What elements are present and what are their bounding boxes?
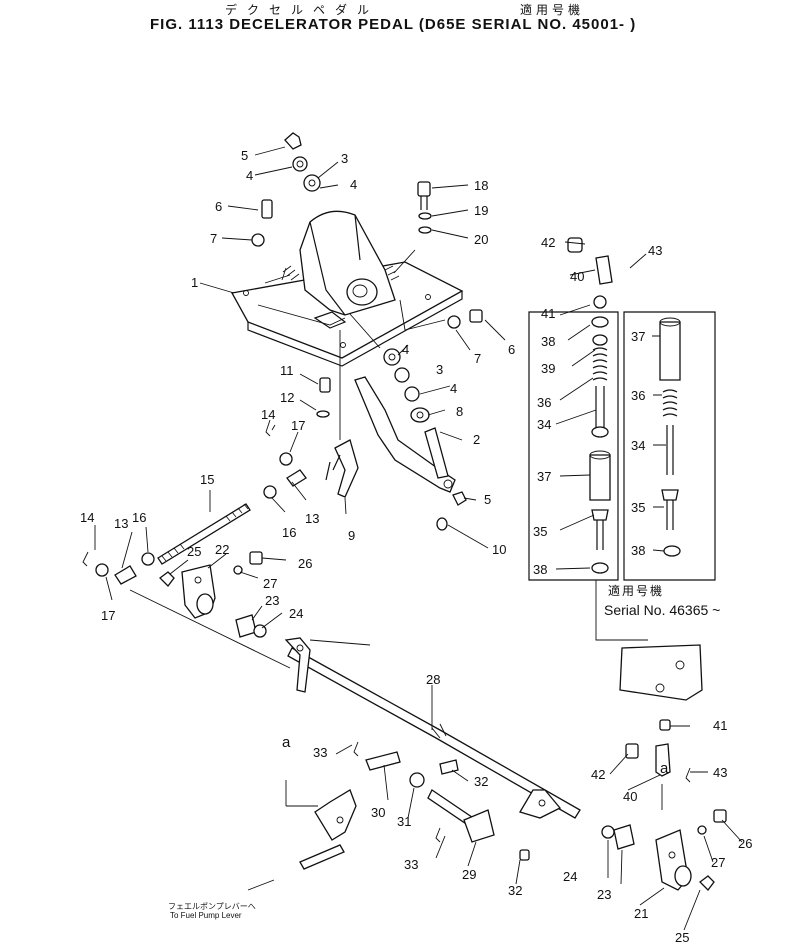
clevis-joint (265, 377, 359, 498)
callout-number: 17 (101, 608, 116, 623)
callout-number: 25 (187, 544, 202, 559)
reference-mark-a-left: a (282, 734, 291, 751)
callout-number: 18 (474, 178, 489, 193)
callout-number: 30 (371, 805, 386, 820)
mounting-bracket (595, 580, 703, 701)
callout-number: 35 (533, 524, 548, 539)
callout-number: 33 (313, 745, 328, 760)
callout-number: 27 (263, 576, 278, 591)
callout-number: 42 (591, 767, 606, 782)
japanese-serial-header: 適用号機 (520, 3, 585, 17)
callout-number: 40 (623, 789, 638, 804)
callout-number: 7 (210, 231, 218, 246)
figure-title: FIG. 1113 DECELERATOR PEDAL (D65E SERIAL… (150, 16, 637, 33)
callout-number: 38 (541, 334, 556, 349)
callout-number: 27 (711, 855, 726, 870)
callout-number: 11 (280, 363, 294, 378)
serial-note-number: Serial No. 46365 ~ (604, 602, 721, 618)
callout-number: 13 (305, 511, 320, 526)
fuel-pump-lever-link (247, 741, 530, 891)
callout-number: 23 (265, 593, 280, 608)
callout-number: 8 (456, 404, 464, 419)
callout-number: 36 (631, 388, 646, 403)
callout-number: 32 (474, 774, 489, 789)
fuel-pump-note-english: To Fuel Pump Lever (170, 911, 242, 920)
callout-number: 25 (675, 930, 690, 945)
bolts-right (417, 181, 483, 329)
japanese-title: デクセルペダル (225, 3, 380, 17)
cross-shaft (129, 589, 581, 819)
callout-number: 7 (474, 351, 482, 366)
callout-number: 6 (215, 199, 223, 214)
callout-number: 5 (484, 492, 492, 507)
callout-number: 3 (341, 151, 349, 166)
callout-number: 12 (280, 390, 295, 405)
callout-number: 38 (631, 543, 646, 558)
callout-number: 16 (282, 525, 297, 540)
callout-number: 43 (713, 765, 728, 780)
callout-number: 22 (215, 542, 230, 557)
connecting-rod (82, 485, 277, 585)
callout-number: 31 (397, 814, 412, 829)
callout-number: 42 (541, 235, 556, 250)
callout-number: 13 (114, 516, 129, 531)
callout-number: 23 (597, 887, 612, 902)
callout-number: 20 (474, 232, 489, 247)
callout-number: 2 (473, 432, 481, 447)
shaft-bracket-left (159, 551, 267, 638)
stopper-bolts-top (251, 132, 321, 247)
callout-number: 28 (426, 672, 441, 687)
callout-number: 10 (492, 542, 507, 557)
callout-number: 14 (261, 407, 276, 422)
callout-number: 4 (402, 342, 410, 357)
callout-number: 1 (191, 275, 199, 290)
callout-number: 36 (537, 395, 552, 410)
reference-mark-a-right: a (660, 760, 669, 777)
spring-assembly-serial-46365 (623, 311, 716, 581)
serial-note-japanese: 適用号機 (608, 584, 665, 598)
callout-number: 33 (404, 857, 419, 872)
callout-number: 4 (450, 381, 458, 396)
leader-lines (94, 146, 743, 931)
callout-number: 15 (200, 472, 215, 487)
callout-number: 4 (246, 168, 254, 183)
callout-number: 40 (570, 269, 585, 284)
callout-number: 5 (241, 148, 249, 163)
callout-number: 26 (298, 556, 313, 571)
callout-number: 16 (132, 510, 147, 525)
callout-number: 34 (631, 438, 646, 453)
callout-number: 19 (474, 203, 489, 218)
callout-number: 29 (462, 867, 477, 882)
callout-number: 39 (541, 361, 556, 376)
decelerator-lever (354, 376, 467, 531)
pedal-body (281, 210, 400, 329)
callout-number: 35 (631, 500, 646, 515)
callout-number: 9 (348, 528, 356, 543)
pedal-hub-parts (383, 348, 430, 423)
callout-number: 24 (289, 606, 304, 621)
shaft-bracket-right (601, 719, 727, 891)
spring-assembly-standard (528, 237, 619, 581)
callout-number: 38 (533, 562, 548, 577)
callout-number: 34 (537, 417, 552, 432)
callout-number: 6 (508, 342, 516, 357)
callout-number: 14 (80, 510, 95, 525)
callout-number: 17 (291, 418, 306, 433)
callout-number: 24 (563, 869, 578, 884)
callout-number: 43 (648, 243, 663, 258)
fuel-pump-note-japanese: フェエルポンプレバーへ (168, 902, 256, 911)
callout-number: 4 (350, 177, 358, 192)
callout-number: 3 (436, 362, 444, 377)
callout-number: 26 (738, 836, 753, 851)
callout-number: 37 (631, 329, 646, 344)
callout-number: 21 (634, 906, 649, 921)
callout-number: 41 (713, 718, 728, 733)
callout-number: 37 (537, 469, 552, 484)
callout-number: 41 (541, 306, 556, 321)
callout-number: 32 (508, 883, 523, 898)
